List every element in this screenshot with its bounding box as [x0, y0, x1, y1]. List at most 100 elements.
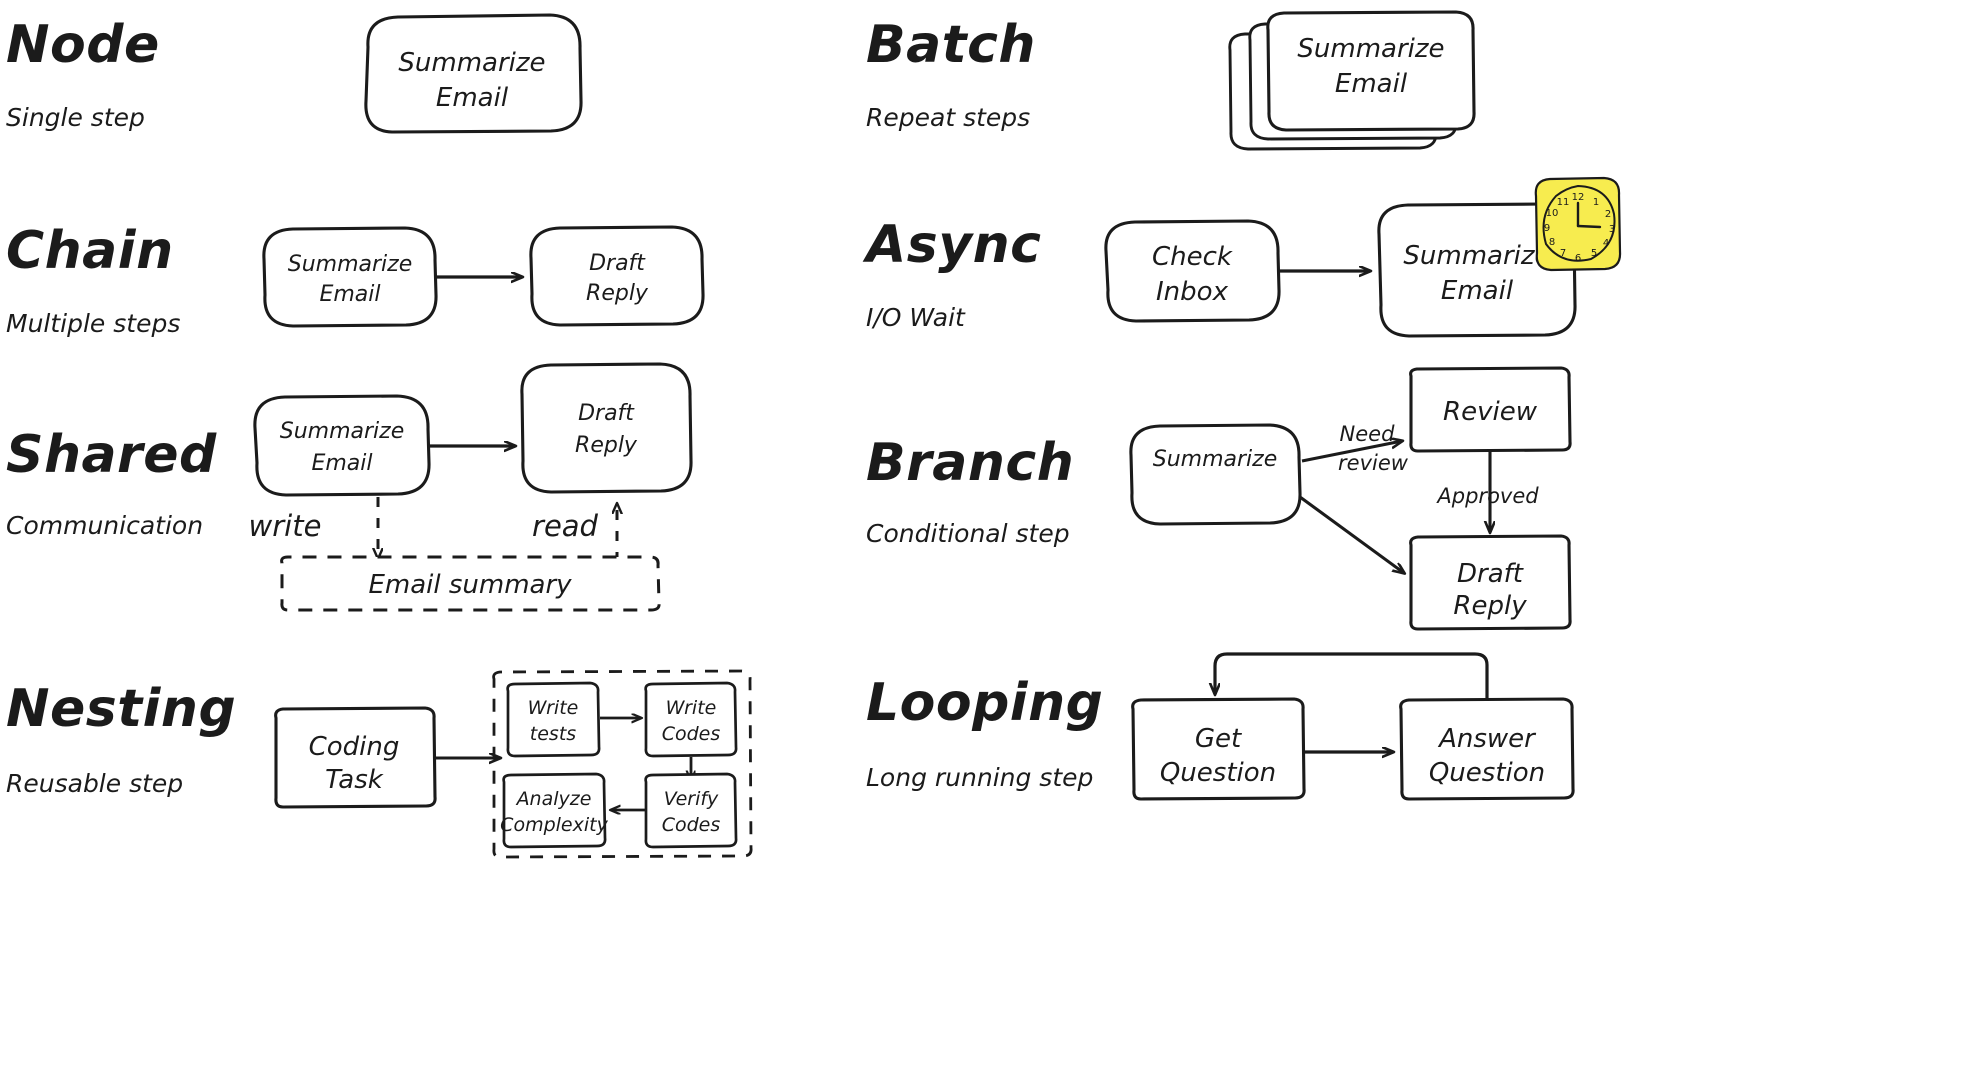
shared-node-draft-reply[interactable]: Draft Reply [520, 362, 693, 494]
async-n2-line2: Email [1441, 276, 1514, 306]
clock-num-5: 5 [1591, 248, 1597, 259]
shared-n1-line1: Summarize [280, 419, 405, 444]
node-summarize-email[interactable]: Summarize Email [364, 13, 583, 134]
section-subtitle-batch: Repeat steps [866, 103, 1030, 132]
branch-label-need: Need [1340, 422, 1396, 446]
clock-num-1: 1 [1593, 197, 1599, 208]
chain-n2-line1: Draft [589, 251, 646, 276]
section-title-branch: Branch [866, 433, 1074, 493]
looping-n1-line2: Question [1160, 758, 1276, 788]
node-label-line1: Summarize [398, 48, 545, 78]
looping-n2-line1: Answer [1437, 724, 1537, 754]
shared-n2-line1: Draft [578, 401, 635, 426]
section-node: Node Single step Summarize Email [6, 13, 583, 134]
async-n1-line1: Check [1152, 242, 1233, 272]
section-subtitle-async: I/O Wait [866, 303, 966, 332]
section-title-batch: Batch [866, 15, 1036, 75]
nesting-node-write-codes[interactable]: Write Codes [644, 681, 738, 758]
chain-n1-line1: Summarize [288, 252, 413, 277]
batch-label-line2: Email [1335, 69, 1408, 99]
branch-n2-label: Review [1443, 397, 1538, 427]
section-title-shared: Shared [6, 425, 217, 485]
node-label-line2: Email [436, 83, 509, 113]
clock-num-10: 10 [1546, 208, 1559, 219]
section-subtitle-branch: Conditional step [866, 519, 1070, 548]
clock-hour-hand [1576, 224, 1602, 229]
branch-edge-direct [1299, 495, 1404, 573]
looping-edge-loopback [1215, 652, 1489, 698]
nesting-n3-line2: Codes [662, 814, 721, 836]
clock-num-12: 12 [1572, 192, 1585, 203]
chain-node-draft-reply[interactable]: Draft Reply [529, 225, 705, 327]
nesting-subflow-container [492, 669, 753, 859]
nesting-n3-line1: Verify [664, 788, 719, 810]
async-node-summarize-email[interactable]: Summarize Email [1377, 202, 1577, 338]
section-subtitle-shared: Communication [6, 511, 203, 540]
branch-label-review: review [1338, 451, 1409, 475]
section-async: Async I/O Wait Check Inbox Summarize Ema… [862, 176, 1622, 338]
nesting-n0-line1: Coding [309, 732, 400, 762]
shared-label-write: write [249, 509, 322, 543]
nesting-node-verify-codes[interactable]: Verify Codes [644, 772, 738, 849]
section-subtitle-nesting: Reusable step [6, 769, 183, 798]
nesting-n2-line1: Write [666, 697, 717, 719]
clock-num-9: 9 [1544, 223, 1550, 234]
section-branch: Branch Conditional step Summarize Need r… [866, 366, 1572, 631]
section-title-node: Node [6, 15, 160, 75]
shared-label-read: read [532, 509, 599, 543]
chain-n2-line2: Reply [586, 281, 649, 306]
looping-n2-line2: Question [1429, 758, 1545, 788]
clock-num-4: 4 [1603, 238, 1609, 249]
nesting-node-analyze-complexity[interactable]: Analyze Complexity [500, 772, 609, 849]
section-chain: Chain Multiple steps Summarize Email Dra… [6, 221, 705, 338]
shared-store[interactable]: Email summary [280, 555, 661, 612]
shared-node-summarize-email[interactable]: Summarize Email [253, 394, 431, 497]
looping-node-answer-question[interactable]: Answer Question [1399, 697, 1575, 801]
chain-n1-line2: Email [319, 282, 380, 307]
section-subtitle-chain: Multiple steps [6, 309, 180, 338]
nesting-n4-line1: Analyze [515, 788, 592, 810]
section-nesting: Nesting Reusable step Coding Task Write … [6, 669, 753, 859]
batch-stack[interactable]: Summarize Email [1228, 10, 1476, 151]
clock-num-3: 3 [1609, 224, 1615, 235]
shared-n2-line2: Reply [575, 433, 638, 458]
branch-n3-line1: Draft [1457, 559, 1524, 589]
async-node-check-inbox[interactable]: Check Inbox [1104, 219, 1281, 323]
async-n2-line1: Summarize [1403, 241, 1550, 271]
batch-layer-front [1266, 10, 1476, 132]
section-shared: Shared Communication Summarize Email Dra… [6, 362, 693, 612]
nesting-node-write-tests[interactable]: Write tests [506, 681, 601, 758]
shared-n1-line2: Email [311, 451, 372, 476]
branch-edge-need-review [1301, 441, 1402, 463]
chain-node-summarize-email[interactable]: Summarize Email [262, 226, 438, 328]
section-title-chain: Chain [6, 221, 174, 281]
nesting-n2-line2: Codes [662, 723, 721, 745]
branch-n3-line2: Reply [1453, 591, 1527, 621]
nesting-n4-line2: Complexity [500, 814, 608, 836]
clock-num-11: 11 [1557, 197, 1570, 208]
async-n1-line2: Inbox [1156, 277, 1229, 307]
clock-num-7: 7 [1560, 248, 1566, 259]
branch-node-draft-reply[interactable]: Draft Reply [1409, 534, 1572, 631]
nesting-n1-line2: tests [530, 723, 576, 745]
clock-num-8: 8 [1549, 237, 1555, 248]
nesting-n0-line2: Task [325, 765, 384, 795]
branch-node-review[interactable]: Review [1409, 366, 1572, 453]
nesting-n1-line1: Write [528, 697, 579, 719]
clock-icon: 12 1 2 3 4 5 6 7 8 9 10 11 [1534, 176, 1622, 272]
section-batch: Batch Repeat steps Summarize Email [866, 10, 1476, 151]
clock-face [1542, 184, 1616, 262]
branch-node-summarize-email[interactable]: Summarize [1129, 423, 1302, 526]
section-subtitle-node: Single step [6, 103, 145, 132]
nesting-node-coding-task[interactable]: Coding Task [274, 706, 437, 809]
section-looping: Looping Long running step Get Question A… [866, 652, 1575, 801]
section-title-nesting: Nesting [6, 679, 236, 739]
clock-num-6: 6 [1575, 253, 1581, 264]
section-title-async: Async [862, 215, 1041, 275]
looping-node-get-question[interactable]: Get Question [1131, 697, 1306, 801]
branch-n1-line1: Summarize [1153, 447, 1278, 472]
branch-label-approved: Approved [1435, 484, 1539, 508]
looping-n1-line1: Get [1195, 724, 1242, 754]
